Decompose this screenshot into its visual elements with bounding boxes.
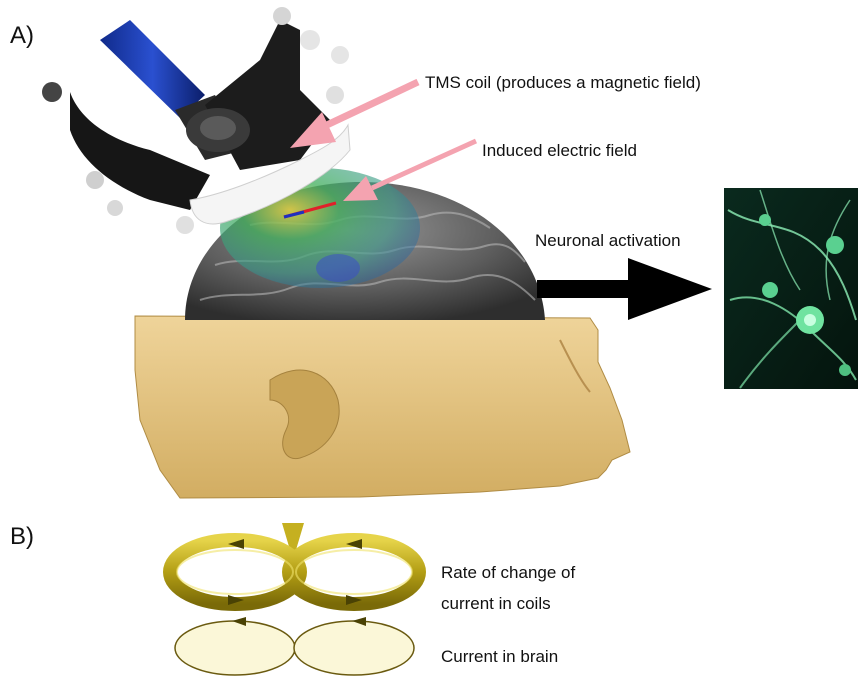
neuronal-activation-label: Neuronal activation: [535, 231, 681, 251]
arrow-right-icon: [537, 258, 712, 320]
induced-field-label: Induced electric field: [482, 141, 637, 161]
head-icon: [135, 316, 630, 498]
tms-coil-label: TMS coil (produces a magnetic field): [425, 73, 701, 93]
neurons-image: [724, 188, 858, 389]
rate-of-change-label-line2: current in coils: [441, 594, 551, 614]
current-in-brain-label: Current in brain: [441, 647, 558, 667]
figure-eight-coil-icon: [170, 523, 419, 605]
brain-current-loops: [175, 617, 414, 675]
rate-of-change-label-line1: Rate of change of: [441, 563, 575, 583]
